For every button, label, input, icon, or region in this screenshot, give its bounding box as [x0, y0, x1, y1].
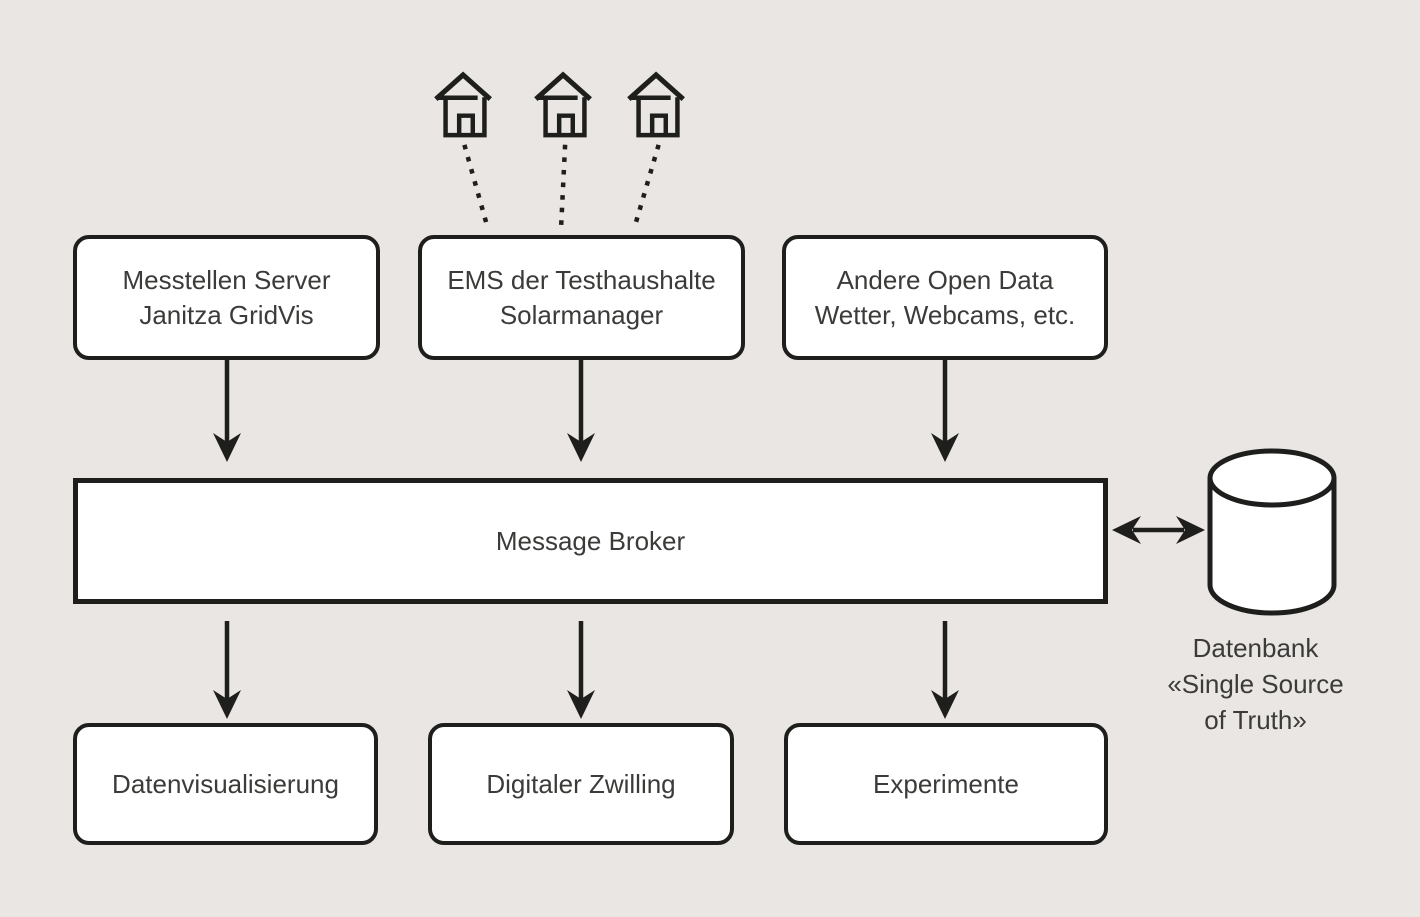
- database-label: Datenbank «Single Source of Truth»: [1128, 630, 1383, 738]
- arrowhead: [213, 433, 241, 462]
- message-broker-label: Message Broker: [495, 525, 686, 556]
- house-icon: [534, 71, 592, 138]
- node-andere-open-data: Andere Open Data Wetter, Webcams, etc.: [782, 235, 1108, 360]
- house-icon: [627, 71, 685, 138]
- arrowhead: [567, 690, 595, 719]
- dotted-link-house3-ems: [631, 144, 661, 232]
- node-label-line: Wetter, Webcams, etc.: [814, 299, 1076, 330]
- arrowhead-right: [1176, 516, 1205, 544]
- dotted-link-house2-ems: [558, 144, 568, 232]
- node-digitaler-zwilling: Digitaler Zwilling: [428, 723, 734, 845]
- node-label-line: Experimente: [873, 768, 1019, 799]
- node-ems-testhaushalte: EMS der Testhaushalte Solarmanager: [418, 235, 745, 360]
- database-label-line: Datenbank: [1192, 633, 1319, 663]
- node-datenvisualisierung: Datenvisualisierung: [73, 723, 378, 845]
- arrowhead: [931, 690, 959, 719]
- arrowhead: [931, 433, 959, 462]
- arrowhead: [213, 690, 241, 719]
- node-label-line: Janitza GridVis: [139, 299, 314, 330]
- node-label-line: Solarmanager: [499, 299, 664, 330]
- node-label-line: Digitaler Zwilling: [486, 768, 676, 799]
- node-label-line: EMS der Testhaushalte: [447, 264, 716, 295]
- node-messtellen-server: Messtellen Server Janitza GridVis: [73, 235, 380, 360]
- arrowhead-left: [1112, 516, 1141, 544]
- database-label-line: «Single Source: [1167, 669, 1344, 699]
- arrowhead: [567, 433, 595, 462]
- database-cylinder-icon: [1207, 448, 1337, 616]
- database-label-line: of Truth»: [1204, 705, 1307, 735]
- node-label-line: Andere Open Data: [836, 264, 1054, 295]
- node-experimente: Experimente: [784, 723, 1108, 845]
- dotted-link-house1-ems: [462, 144, 491, 232]
- node-label-line: Datenvisualisierung: [112, 768, 339, 799]
- node-message-broker: Message Broker: [73, 478, 1108, 604]
- node-label-line: Messtellen Server: [122, 264, 331, 295]
- house-icon: [434, 71, 492, 138]
